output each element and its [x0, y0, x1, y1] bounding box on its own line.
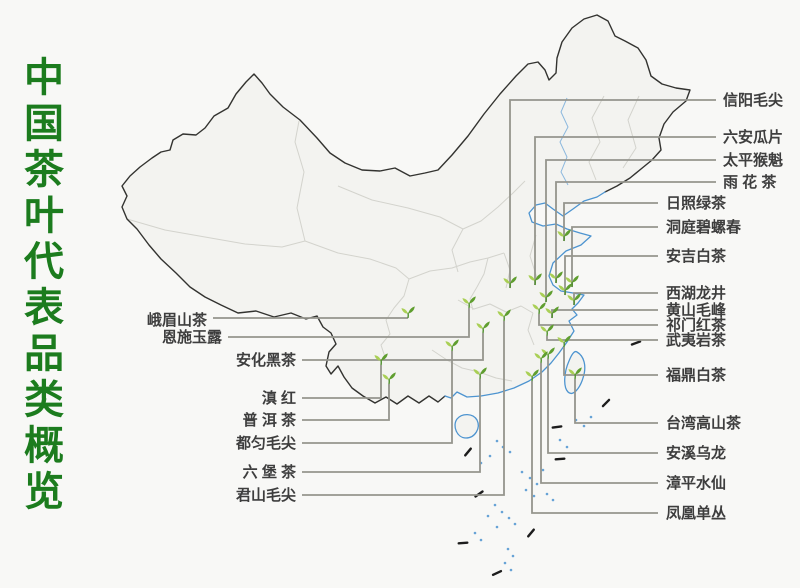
tea-label: 祁门红茶: [666, 316, 727, 334]
islet-dot: [495, 525, 499, 529]
tea-label: 恩施玉露: [162, 328, 223, 346]
dash-segment: [457, 541, 469, 545]
tea-label: 都匀毛尖: [235, 434, 296, 452]
leader-line-14: [540, 363, 658, 484]
dash-segment: [464, 447, 472, 457]
leader-line-10: [546, 336, 658, 341]
leader-line-12: [574, 379, 658, 424]
tea-label: 安溪乌龙: [666, 444, 726, 462]
islet-dot: [508, 450, 512, 454]
tea-label: 洞庭碧螺春: [666, 218, 741, 236]
leader-line-9: [538, 314, 658, 326]
leader-line-20: [302, 384, 390, 421]
tea-label: 漳平水仙: [666, 474, 726, 492]
dash-segment: [551, 425, 563, 429]
tea-label: 安吉白茶: [666, 247, 727, 265]
tea-label: 滇 红: [262, 389, 296, 407]
islet-dot: [558, 438, 562, 442]
tea-label: 信阳毛尖: [723, 91, 783, 109]
tea-label: 太平猴魁: [723, 151, 783, 169]
tea-label: 安化黑茶: [236, 351, 297, 369]
tea-label: 君山毛尖: [236, 486, 296, 504]
tea-label: 福鼎白茶: [665, 366, 727, 384]
islet-dot: [541, 468, 545, 472]
leader-line-0: [509, 99, 716, 288]
islet-dot: [509, 568, 513, 572]
leader-line-3: [555, 181, 716, 283]
dash-segment: [630, 340, 642, 346]
leader-lines: [213, 99, 716, 514]
tea-label: 黄山毛峰: [666, 301, 727, 319]
tea-label: 日照绿茶: [666, 194, 727, 212]
islet-dot: [551, 498, 555, 502]
tea-label: 武夷岩茶: [666, 331, 727, 349]
leader-line-6: [564, 255, 658, 295]
islet-dot: [524, 488, 528, 492]
dash-segment: [527, 528, 535, 538]
national-border: [121, 14, 691, 405]
china-landmass: [122, 15, 690, 404]
tea-label: 台湾高山茶: [666, 414, 742, 432]
taiwan-island: [564, 350, 586, 394]
tea-label: 西湖龙井: [666, 284, 726, 302]
dash-segment: [491, 569, 503, 577]
dash-segment: [601, 398, 611, 408]
islet-dot: [493, 503, 497, 507]
coastline: [444, 191, 606, 399]
islet-dot: [513, 522, 517, 526]
islet-dot: [500, 510, 504, 514]
islet-dot: [488, 454, 492, 458]
leader-line-23: [302, 321, 505, 496]
leader-line-4: [563, 202, 658, 241]
islet-dot: [520, 470, 524, 474]
islet-dot: [589, 415, 593, 419]
islet-dot: [511, 554, 515, 558]
islet-dot: [582, 424, 586, 428]
islet-dot: [528, 476, 532, 480]
leader-line-19: [302, 365, 382, 399]
islet-dot: [479, 538, 483, 542]
leader-line-15: [531, 381, 658, 514]
dash-segment: [474, 490, 484, 498]
islet-dot: [535, 482, 539, 486]
hainan-island: [454, 413, 479, 439]
leader-line-17: [228, 308, 470, 338]
islet-dot: [486, 514, 490, 518]
islet-dot: [506, 547, 510, 551]
tea-label: 凤凰单丛: [666, 504, 726, 522]
tea-label: 峨眉山茶: [147, 311, 208, 329]
islet-dot: [495, 439, 499, 443]
page-title: 中国茶叶代表品类概览: [18, 56, 62, 516]
leader-line-22: [302, 379, 481, 473]
leader-line-2: [545, 159, 716, 302]
tea-label: 普 洱 茶: [243, 411, 297, 429]
leader-line-13: [547, 359, 658, 454]
islet-dot: [545, 492, 549, 496]
islet-dot: [565, 445, 569, 449]
tea-label: 六 堡 茶: [243, 463, 297, 481]
province-borders: [126, 95, 640, 382]
leader-line-1: [534, 136, 716, 285]
leader-line-21: [302, 351, 453, 444]
leader-line-7: [573, 292, 658, 305]
islet-dot: [507, 516, 511, 520]
leader-line-18: [302, 333, 484, 361]
dash-segment: [554, 457, 566, 461]
river-line: [559, 97, 569, 186]
islet-dot: [473, 531, 477, 535]
leader-line-5: [571, 226, 658, 287]
tea-label: 雨 花 茶: [723, 173, 777, 191]
tea-label: 六安瓜片: [723, 128, 783, 146]
leader-line-11: [563, 347, 658, 376]
south-sea-islets: [473, 415, 593, 572]
islet-dot: [503, 561, 507, 565]
islet-dot: [532, 494, 536, 498]
